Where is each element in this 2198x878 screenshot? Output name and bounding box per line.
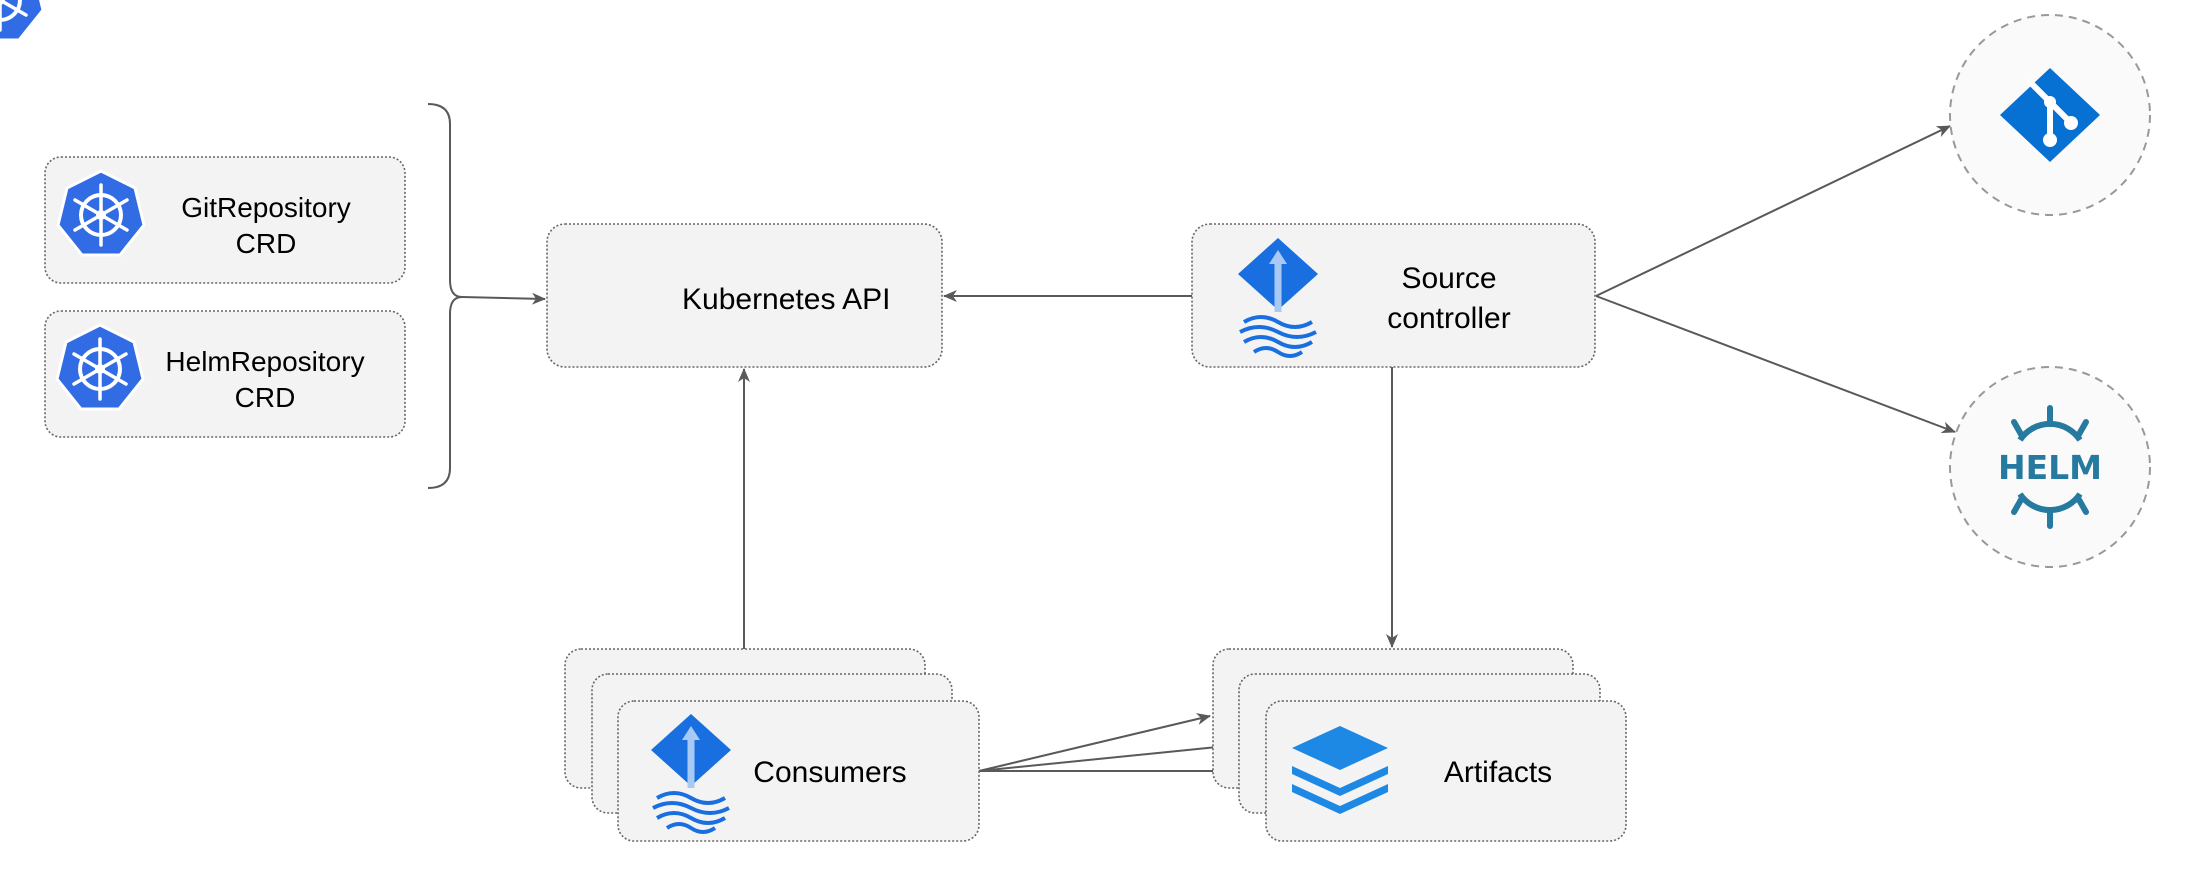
node-label: controller [1387, 302, 1510, 335]
node-label: CRD [235, 382, 296, 413]
helm-repository-crd-node[interactable]: HelmRepository CRD [44, 310, 406, 438]
edge-source-to-helm [1595, 295, 1956, 434]
helm-remote-node[interactable]: HELM [1949, 366, 2151, 568]
git-icon [2000, 68, 2100, 162]
edge-consumers-to-artifact-1 [978, 713, 1211, 772]
consumers-node[interactable]: Consumers [564, 648, 980, 842]
node-label: Consumers [753, 756, 906, 789]
kubernetes-icon [0, 0, 45, 42]
crd-brace [427, 103, 463, 489]
helm-logo-text: HELM [1998, 448, 2102, 487]
node-label: CRD [236, 228, 297, 259]
edge-crds-to-kubernetes-api [461, 292, 546, 305]
artifacts-node[interactable]: Artifacts [1212, 648, 1627, 842]
node-label: HelmRepository [165, 346, 364, 377]
node-label: Source [1401, 262, 1496, 295]
node-label: GitRepository [181, 192, 351, 223]
git-remote-node[interactable] [1949, 14, 2151, 216]
git-repository-crd-node[interactable]: GitRepository CRD [44, 156, 406, 284]
helm-icon: HELM [1998, 405, 2102, 529]
edge-consumers-to-artifact-2 [978, 740, 1238, 772]
kubernetes-api-node[interactable]: Kubernetes API [0, 0, 943, 368]
edge-source-to-git [1595, 125, 1951, 297]
node-label: Kubernetes API [682, 283, 890, 316]
node-label: Artifacts [1444, 756, 1552, 789]
source-controller-node[interactable]: Source controller [1191, 223, 1596, 368]
